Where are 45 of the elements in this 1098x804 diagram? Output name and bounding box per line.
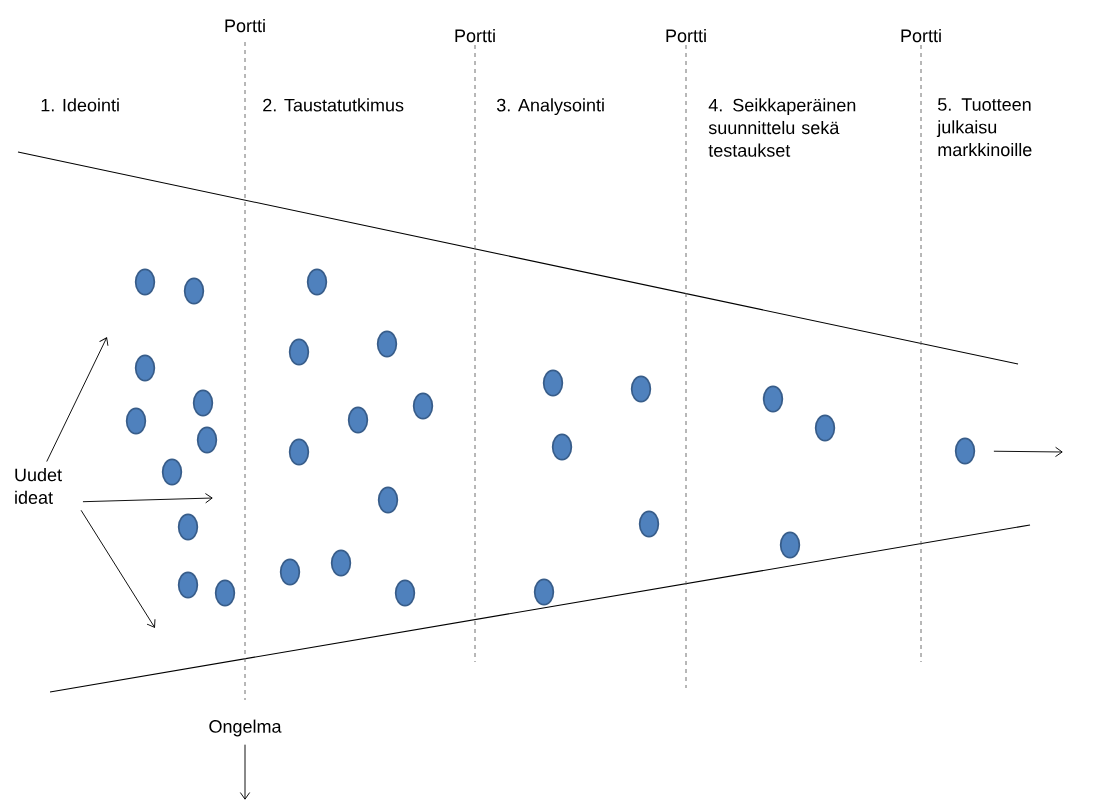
idea-dot	[125, 407, 147, 435]
idea-dot	[394, 579, 416, 607]
idea-dot	[779, 531, 801, 559]
phase-heading: 4. Seikkaperäinen suunnittelu sekä testaukset	[708, 98, 856, 157]
phase-heading: 2. Taustatutkimus	[263, 98, 404, 112]
idea-dot	[183, 277, 205, 305]
idea-dot	[551, 433, 573, 461]
node-text: Ongelma	[209, 719, 282, 737]
idea-dot	[330, 549, 352, 577]
idea-dot	[279, 558, 301, 586]
idea-dot	[214, 579, 236, 607]
arrow	[82, 493, 213, 504]
idea-dot	[630, 375, 652, 403]
arrow	[80, 509, 156, 628]
idea-dot	[347, 406, 369, 434]
arrow	[993, 446, 1063, 458]
idea-dot	[177, 571, 199, 599]
idea-dot	[412, 392, 434, 420]
idea-dot	[814, 414, 836, 442]
gate-label: Portti	[897, 26, 945, 45]
idea-dot	[196, 426, 218, 454]
idea-dot	[954, 437, 976, 465]
gate-label: Portti	[451, 26, 499, 45]
arrow	[239, 744, 251, 800]
arrow	[46, 337, 109, 462]
phase-heading: 1. Ideointi	[41, 98, 119, 112]
phase-heading: 5. Tuotteen julkaisu markkinoille	[936, 98, 1032, 157]
idea-dot	[542, 369, 564, 397]
idea-dot	[762, 385, 784, 413]
idea-dot	[134, 268, 156, 296]
idea-dot	[376, 330, 398, 358]
node-text: Uudet ideat	[15, 468, 62, 504]
idea-dot	[638, 510, 660, 538]
gate-label: Portti	[221, 16, 269, 35]
idea-dot	[306, 268, 328, 296]
idea-dot	[177, 513, 199, 541]
idea-dot	[288, 338, 310, 366]
idea-dot	[377, 486, 399, 514]
phase-heading: 3. Analysointi	[496, 98, 604, 116]
idea-dot	[134, 354, 156, 382]
idea-dot	[161, 458, 183, 486]
idea-dot	[192, 389, 214, 417]
idea-dot	[288, 438, 310, 466]
gate-label: Portti	[662, 26, 710, 45]
idea-dot	[533, 578, 555, 606]
